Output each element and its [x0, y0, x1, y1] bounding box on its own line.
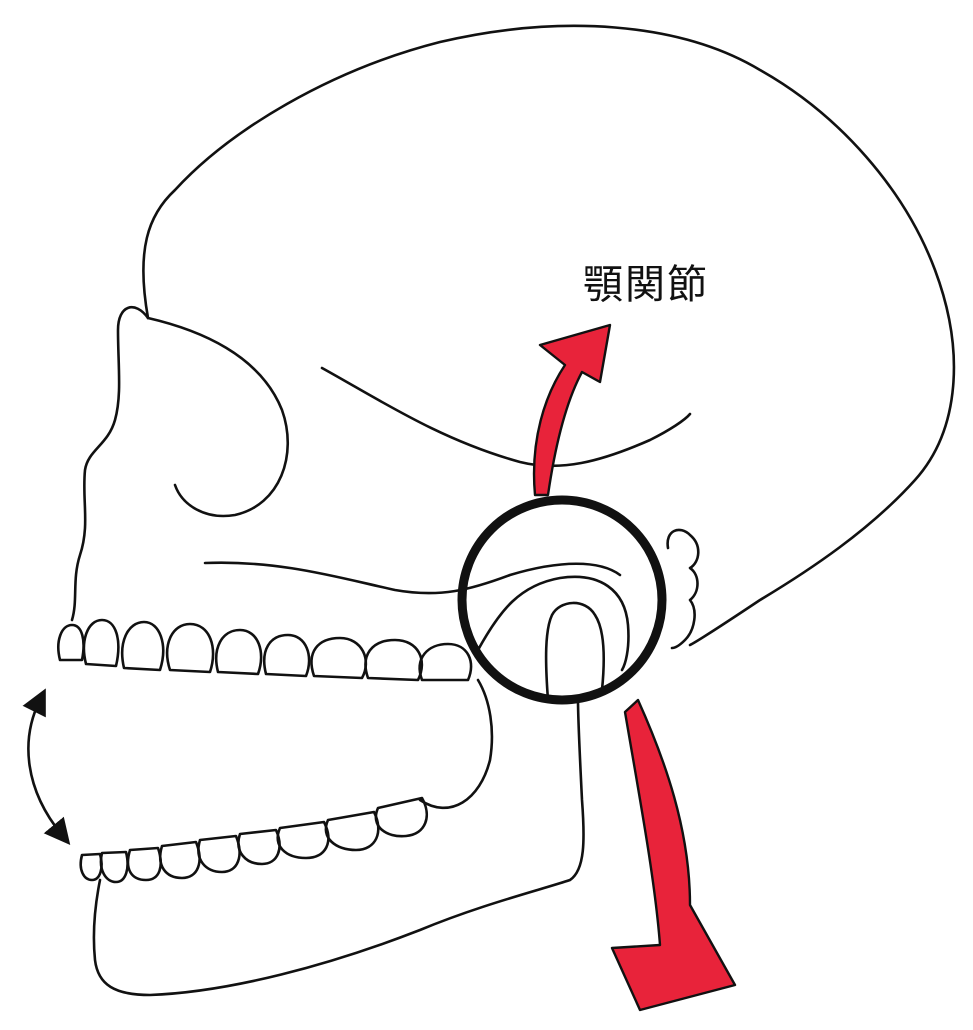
eye-socket	[148, 318, 288, 516]
zygomatic-upper	[322, 368, 690, 466]
tooth	[198, 836, 239, 872]
tooth	[122, 622, 163, 670]
face-outline	[72, 307, 148, 620]
red-arrow-up	[534, 325, 610, 495]
tooth	[128, 848, 161, 880]
tmj-label: 顎関節	[583, 262, 709, 308]
tmj-circle	[462, 500, 662, 700]
tooth	[312, 638, 366, 678]
tooth	[167, 624, 213, 672]
tooth	[101, 852, 128, 882]
double-arrow-icon	[28, 700, 62, 835]
condyle-outline	[546, 603, 604, 700]
mandible-ramus-front	[420, 680, 492, 808]
tooth	[366, 640, 422, 680]
mastoid-process	[668, 530, 699, 648]
tooth	[58, 625, 83, 660]
glenoid-fossa	[478, 577, 628, 670]
tooth	[376, 798, 427, 836]
tooth	[264, 635, 309, 676]
tooth	[84, 620, 118, 666]
upper-teeth	[58, 620, 471, 680]
tooth	[216, 630, 261, 674]
cranium-outline	[143, 26, 954, 645]
red-arrow-down	[612, 700, 735, 1010]
tooth	[81, 854, 102, 880]
tooth	[326, 812, 378, 850]
tooth	[278, 822, 329, 858]
tooth	[160, 842, 199, 878]
tooth	[420, 644, 471, 680]
lower-teeth	[81, 798, 427, 882]
tooth	[238, 830, 279, 864]
